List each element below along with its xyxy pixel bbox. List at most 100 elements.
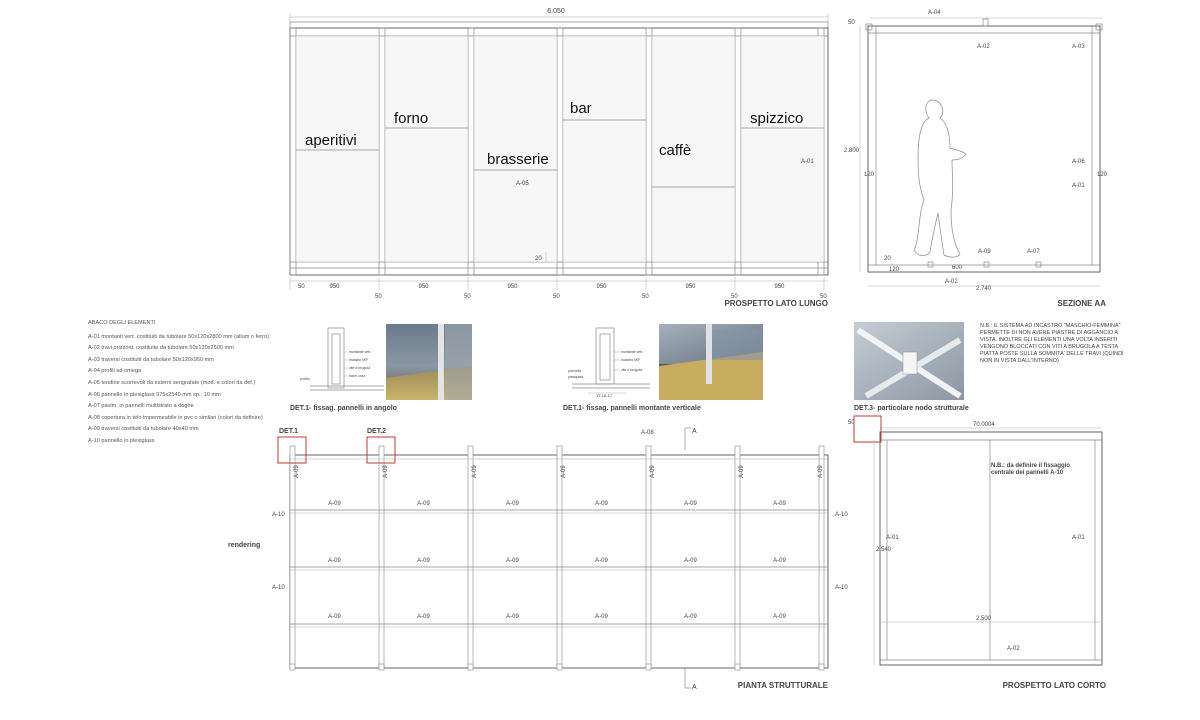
section-mark-bottom: A [692,684,697,691]
section-dim-20: 20 [884,256,891,262]
svg-text:vite a brugola: vite a brugola [349,366,370,370]
module-dim: 950 [507,284,518,290]
short-dim-width: 2.500 [976,616,992,622]
overall-dimension: 6.050 [547,8,565,15]
legend-item: A-02 travi orizzont. costituite da tubol… [88,345,234,352]
section-aa: A-04 50 A-02 A-03 A-06 A-01 A-09 A-07 2.… [844,10,1108,308]
plan-column [378,445,385,669]
det2-marker [366,436,396,464]
plan-label-a09: A-09 [506,614,519,620]
elevation-post [378,27,386,276]
section-a07: A-07 [1027,249,1040,255]
svg-text:incastro M/F: incastro M/F [349,358,368,362]
post-dim: 50 [642,294,649,300]
elevation-panel [651,35,736,263]
short-dim-50: 50 [848,420,855,426]
render-photo-det1 [386,324,472,400]
panel-label-aperitivi: aperitivi [305,132,357,149]
plan-label-a09: A-09 [773,614,786,620]
element-legend: ABACO DEGLI ELEMENTI A-01 montanti vert.… [88,318,288,448]
section-dim-width: 2.740 [976,286,992,292]
short-title: PROSPETTO LATO CORTO [1003,681,1106,690]
system-note: N.B.: IL SISTEMA AD INCASTRO "MASCHIO-FE… [980,323,1124,365]
module-dim: 950 [418,284,429,290]
elevation-post [734,27,742,276]
elevation-panel [295,35,380,263]
panel-label-forno: forno [394,110,428,127]
panel-label-bar: bar [570,100,592,117]
code-a01: A-01 [801,159,814,165]
short-frame [879,431,1103,666]
plan-column-foot [378,663,385,671]
post-dim: 50 [731,294,738,300]
plan-grid: A-09A-09A-09A-09A-09A-09A-09A-09A-09A-09… [289,445,828,671]
plan-label-a09-vertical: A-09 [472,465,478,478]
plan-label-a09-vertical: A-09 [818,465,824,478]
plan-column-foot [645,663,652,671]
module-dim: 950 [685,284,696,290]
section-a04: A-04 [928,10,941,16]
elevation-panel [740,35,825,263]
plan-column-foot [467,663,474,671]
section-dim-600: 600 [952,265,963,271]
legend-item: A-10 pannello in plexiglass [88,437,155,444]
legend-item: A-04 profili ad omega [88,368,142,375]
plan-column [289,445,296,669]
elevation-post [556,27,564,276]
short-note-line2: centrale dei pannelli A-10 [991,470,1064,476]
section-dim-height: 2.800 [844,148,860,154]
plan-a10-left-bottom: A-10 [272,585,285,591]
plan-label-a09: A-09 [328,501,341,507]
plan-a10-right-top: A-10 [835,512,848,518]
det1-title: DET.1- fissag. pannelli in angolo [290,405,397,412]
short-a01-right: A-01 [1072,535,1085,541]
det1-marker [277,436,307,464]
module-dim: 950 [329,284,340,290]
note-line: VENGONO BLOCCATI CON VITI A BRUGOLA A TE… [980,344,1119,350]
svg-text:incastro M/F: incastro M/F [621,358,640,362]
section-a09: A-09 [978,249,991,255]
plan-column-foot [818,663,825,671]
legend-item: A-08 copertura in telo impermeabile in p… [88,414,263,421]
plan-label-a09: A-09 [595,501,608,507]
section-a03: A-03 [1072,44,1085,50]
plan-label-a09: A-09 [506,558,519,564]
plan-column [467,445,474,669]
svg-text:profilo: profilo [300,377,310,381]
elevation-post [289,27,297,276]
legend-title: ABACO DEGLI ELEMENTI [88,320,156,326]
plan-label-a09: A-09 [595,614,608,620]
module-dim: 950 [596,284,607,290]
plan-label-a09: A-09 [773,558,786,564]
section-a06: A-06 [1072,159,1085,165]
code-a05: A-05 [516,181,529,187]
plan-column [734,445,741,669]
det2-dims: 17-16-17 [596,393,613,398]
short-dim-height: 2.540 [876,547,892,553]
elevation-panels [295,35,825,263]
svg-text:trave orizz.: trave orizz. [349,374,366,378]
note-line: VISTA. INOLTRE GLI ELEMENTI UNA VOLTA IN… [980,337,1118,343]
short-dim-top: 70.0004 [973,422,995,428]
plan-column-foot [556,663,563,671]
render-photo-det3 [854,322,964,400]
section-frame [867,25,1101,273]
roof-cover [289,21,829,29]
plan-label-a09-vertical: A-09 [294,465,300,478]
section-dim-120-right: 120 [1097,172,1108,178]
plan-a10-left-top: A-10 [272,512,285,518]
elevation-post [645,27,653,276]
section-a02-bottom: A-02 [945,279,958,285]
dim-20: 20 [535,256,542,262]
panel-label-caffe: caffè [659,142,691,159]
plan-a08: A-08 [641,430,654,436]
section-a02-top: A-02 [977,44,990,50]
plan-label-a09: A-09 [595,558,608,564]
legend-item: A-07 pavim. in pannelli multistrato a do… [88,403,194,410]
plan-column [556,445,563,669]
plan-label-a09: A-09 [328,614,341,620]
elevation-title: PROSPETTO LATO LUNGO [724,299,828,308]
plan-label-a09: A-09 [417,501,430,507]
post-dim: 50 [464,294,471,300]
